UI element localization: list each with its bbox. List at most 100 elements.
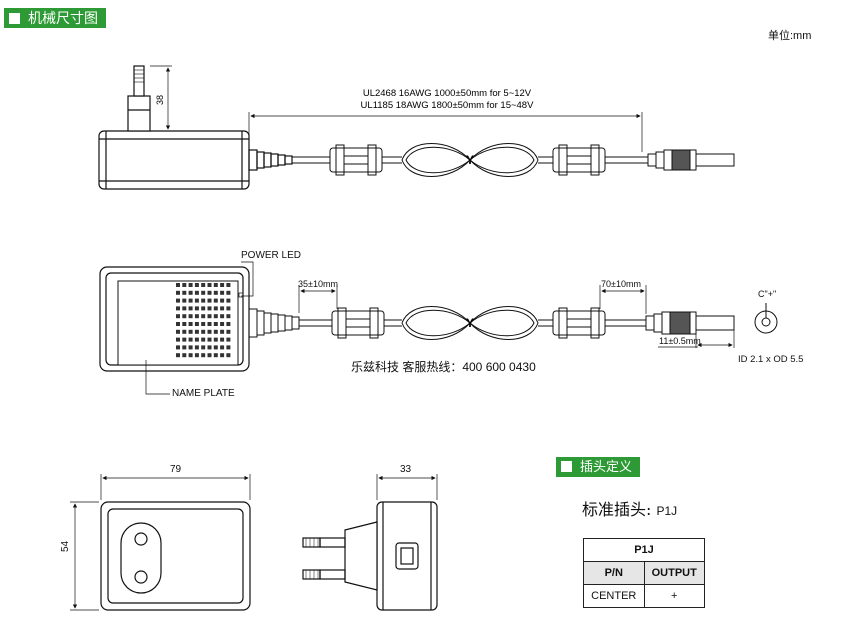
vent-hole [182,283,187,287]
vent-hole [194,329,199,334]
vent-hole [182,298,187,303]
vent-hole [188,283,193,287]
dist-left-label: 35±10mm [298,279,338,289]
adapter-side-bottom [302,501,438,611]
vent-hole [176,322,180,326]
vent-hole [226,314,231,319]
vent-hole [220,298,225,303]
vent-hole [213,353,218,358]
vent-hole [207,329,212,334]
vent-hole [188,306,193,311]
section-header-plug: 插头定义 [556,457,641,477]
vent-hole [176,337,180,342]
vent-hole [213,306,218,311]
name-plate-label: NAME PLATE [172,388,235,399]
vent-hole [207,337,212,342]
vent-hole [226,337,231,342]
vent-hole [176,283,180,287]
vent-hole [207,322,212,326]
cable-mid [299,306,735,340]
vent-hole [220,329,225,334]
vent-hole [182,322,187,326]
vent-hole [201,283,206,287]
vent-hole [220,314,225,319]
vent-hole [201,322,206,326]
vent-hole [201,314,206,319]
vent-hole [182,290,187,295]
polarity-symbol [754,303,778,334]
adapter-front-bottom [100,501,251,611]
vent-grid [176,283,231,358]
vent-hole [176,353,180,358]
vent-hole [220,283,225,287]
cable-spec-line1: UL2468 16AWG 1000±50mm for 5~12V [363,88,532,99]
square-bullet-icon [561,461,572,472]
vent-hole [201,353,206,358]
cable-tie-mark: Y [466,153,474,167]
vent-hole [182,345,187,350]
pin-table-col-pn: P/N [583,561,645,585]
vent-hole [176,314,180,319]
square-bullet-icon [9,13,20,24]
hotline-text: 乐兹科技 客服热线：400 600 0430 [351,360,536,374]
standard-plug-label: 标准插头: P1J [582,496,677,520]
vent-hole [213,337,218,342]
vent-hole [201,298,206,303]
vent-hole [220,290,225,295]
dist-right-label: 70±10mm [601,279,641,289]
vent-hole [182,329,187,334]
vent-hole [226,283,231,287]
vent-hole [226,298,231,303]
vent-hole [188,298,193,303]
vent-hole [194,314,199,319]
vent-hole [194,337,199,342]
vent-hole [188,322,193,326]
standard-plug-text: 标准插头: [582,500,652,519]
vent-hole [207,353,212,358]
cable-top [292,143,735,177]
pin-table-col-output: OUTPUT [643,561,705,585]
vent-hole [176,306,180,311]
section-header-label: 机械尺寸图 [28,10,98,26]
vent-hole [207,345,212,350]
depth-dimension-label: 33 [400,464,412,475]
vent-hole [194,298,199,303]
width-dimension-label: 79 [170,464,182,475]
vent-hole [188,290,193,295]
section-header-dimensions: 机械尺寸图 [4,8,106,28]
vent-hole [201,329,206,334]
vent-hole [182,306,187,311]
adapter-front-mid [99,266,250,372]
vent-hole [220,353,225,358]
vent-hole [188,314,193,319]
vent-hole [194,306,199,311]
vent-hole [226,322,231,326]
vent-hole [194,353,199,358]
vent-hole [213,283,218,287]
vent-hole [194,322,199,326]
vent-hole [213,298,218,303]
cable-spec-line2: UL1185 18AWG 1800±50mm for 15~48V [361,100,535,111]
vent-hole [201,290,206,295]
plug-length-label: 11±0.5mm [659,336,701,346]
vent-hole [213,322,218,326]
vent-hole [220,337,225,342]
polarity-label: C"+" [758,289,777,299]
vent-hole [213,345,218,350]
vent-hole [220,322,225,326]
vent-hole [182,353,187,358]
vent-hole [188,329,193,334]
adapter-side-top [98,65,293,190]
vent-hole [188,345,193,350]
pin-table-title: P1J [583,538,705,562]
vent-hole [226,290,231,295]
vent-hole [207,290,212,295]
vent-hole [194,290,199,295]
vent-hole [226,353,231,358]
pin-table-row-value: + [643,584,705,608]
unit-label: 单位:mm [768,30,812,42]
section-header-label: 插头定义 [580,459,633,474]
vent-hole [201,345,206,350]
vent-hole [201,306,206,311]
